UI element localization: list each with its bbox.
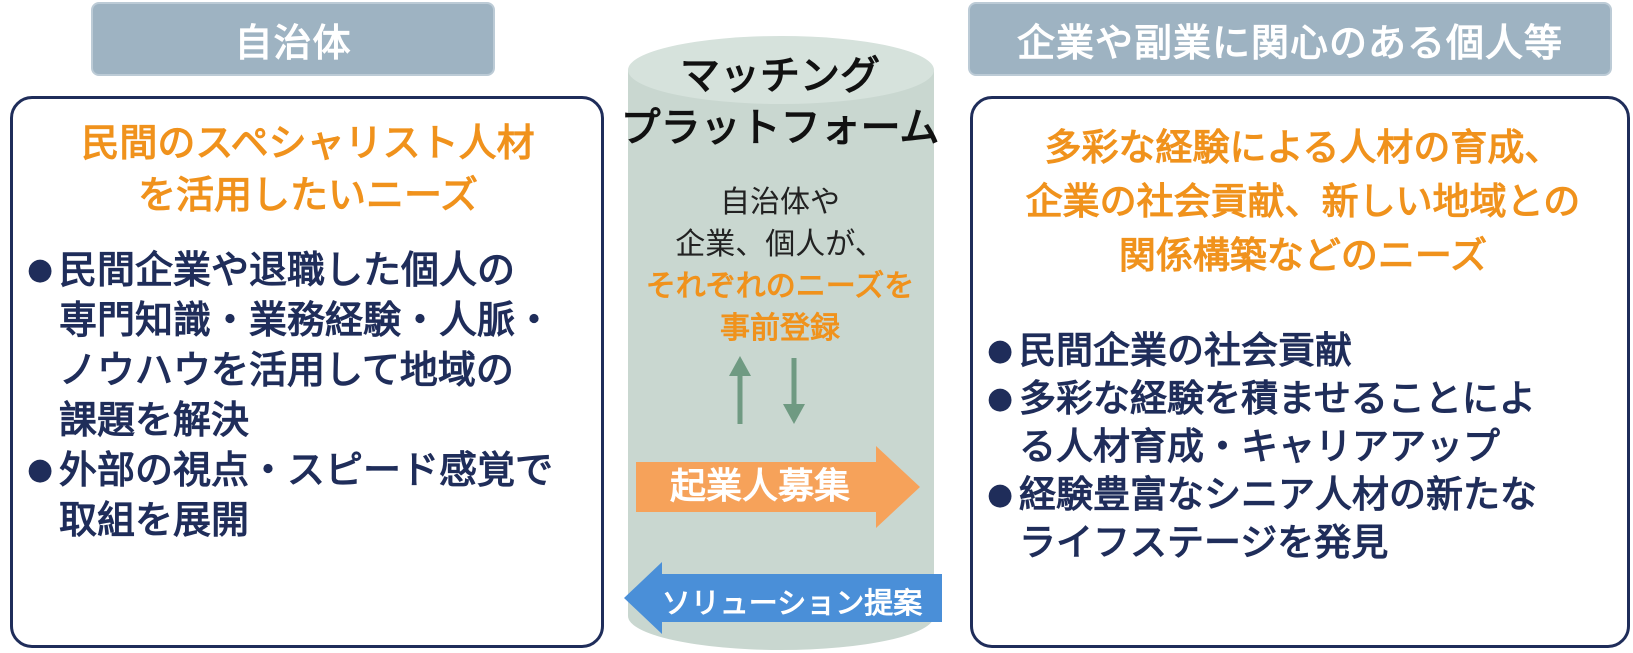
bullet-icon: ● <box>987 333 1014 368</box>
bullet-item: ● 民間企業や退職した個人の 専門知識・業務経験・人脈・ ノウハウを活用して地域… <box>27 245 587 445</box>
cylinder-body <box>628 36 934 650</box>
solution-proposal-label: ソリューション提案 <box>661 586 923 620</box>
bullet-line: 多彩な経験を積ませることによ <box>1019 377 1536 420</box>
bullet-line: 民間企業の社会貢献 <box>1019 329 1352 372</box>
platform-description: 自治体や 企業、個人が、 <box>620 182 940 266</box>
bullet-icon: ● <box>987 477 1014 512</box>
bullet-line: 経験豊富なシニア人材の新たな <box>1019 473 1537 516</box>
need-line: 民間のスペシャリスト人材 <box>81 121 535 165</box>
companies-individuals-panel: 多彩な経験による人材の育成、 企業の社会貢献、新しい地域との 関係構築などのニー… <box>970 96 1630 648</box>
bullet-item: ● 民間企業の社会貢献 <box>987 327 1617 375</box>
local-government-bullet-list: ● 民間企業や退職した個人の 専門知識・業務経験・人脈・ ノウハウを活用して地域… <box>27 245 587 545</box>
bullet-line: 民間企業や退職した個人の <box>59 248 516 292</box>
need-line: 関係構築などのニーズ <box>1118 234 1488 277</box>
companies-individuals-need: 多彩な経験による人材の育成、 企業の社会貢献、新しい地域との 関係構築などのニー… <box>973 121 1633 283</box>
local-government-header: 自治体 <box>91 2 495 76</box>
recruit-arrow-icon <box>636 446 920 528</box>
platform-highlight: それぞれのニーズを 事前登録 <box>620 266 940 350</box>
bullet-icon: ● <box>987 381 1014 416</box>
companies-individuals-bullet-list: ● 民間企業の社会貢献 ● 多彩な経験を積ませることによ る人材育成・キャリアア… <box>987 327 1617 567</box>
bullet-line: る人材育成・キャリアアップ <box>1019 425 1500 468</box>
title-line: プラットフォーム <box>620 105 940 151</box>
bullet-icon: ● <box>27 252 54 287</box>
up-arrow-icon <box>729 356 751 424</box>
bullet-item: ● 多彩な経験を積ませることによ る人材育成・キャリアアップ <box>987 375 1617 471</box>
companies-individuals-header: 企業や副業に関心のある個人等 <box>968 2 1612 76</box>
bullet-line: 課題を解決 <box>59 398 250 442</box>
need-line: 企業の社会貢献、新しい地域との <box>1025 180 1581 223</box>
solution-arrow-icon <box>624 562 942 634</box>
bullet-item: ● 経験豊富なシニア人材の新たな ライフステージを発見 <box>987 471 1617 567</box>
bullet-line: 専門知識・業務経験・人脈・ <box>59 298 554 342</box>
need-line: を活用したいニーズ <box>137 173 479 217</box>
recruit-label: 起業人募集 <box>669 466 850 507</box>
matching-platform-title: マッチング プラットフォーム <box>600 50 960 154</box>
highlight-line: それぞれのニーズを <box>645 269 915 304</box>
bullet-line: 取組を展開 <box>59 498 250 542</box>
down-arrow-icon <box>783 358 805 424</box>
bullet-line: 外部の視点・スピード感覚で <box>59 448 554 492</box>
need-line: 多彩な経験による人材の育成、 <box>1044 126 1562 169</box>
description-line: 企業、個人が、 <box>675 227 885 262</box>
bullet-item: ● 外部の視点・スピード感覚で 取組を展開 <box>27 445 587 545</box>
description-line: 自治体や <box>720 185 840 220</box>
bullet-line: ノウハウを活用して地域の <box>59 348 514 392</box>
bullet-line: ライフステージを発見 <box>1019 521 1389 564</box>
highlight-line: 事前登録 <box>720 311 840 346</box>
title-line: マッチング <box>680 53 880 99</box>
local-government-panel: 民間のスペシャリスト人材 を活用したいニーズ ● 民間企業や退職した個人の 専門… <box>10 96 604 648</box>
local-government-need: 民間のスペシャリスト人材 を活用したいニーズ <box>23 117 593 221</box>
bullet-icon: ● <box>27 452 54 487</box>
matching-platform-cylinder <box>628 36 934 650</box>
